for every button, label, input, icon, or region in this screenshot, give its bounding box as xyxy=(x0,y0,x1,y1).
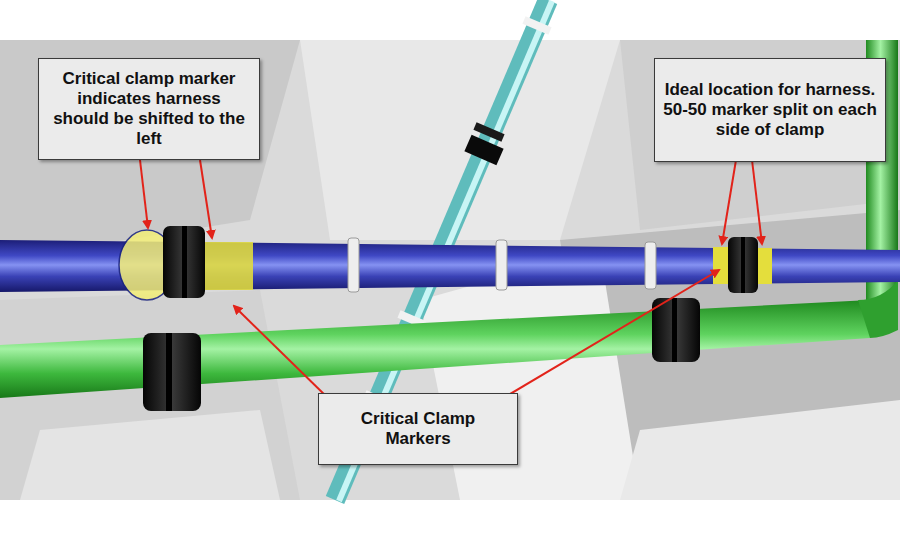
pipe-ring xyxy=(524,20,550,31)
clamp xyxy=(163,226,205,298)
leader-arrow xyxy=(234,306,330,400)
clamp xyxy=(475,126,503,138)
clamp-groove xyxy=(672,298,677,362)
callout-text: Ideal location for harness. xyxy=(665,80,876,100)
callout-text: 50-50 marker split on each side of clamp xyxy=(663,100,877,140)
background-panel xyxy=(0,40,900,500)
background-facet xyxy=(620,400,900,500)
pipe-ring xyxy=(645,242,656,289)
pipe-ring xyxy=(496,240,507,290)
background-facet xyxy=(620,40,900,230)
background-facet xyxy=(0,290,300,500)
clamp xyxy=(652,298,700,362)
pipe-ring xyxy=(348,238,359,292)
clamp-marker xyxy=(756,248,772,284)
leader-arrow xyxy=(752,160,762,244)
clamp xyxy=(143,333,201,411)
green-pipe xyxy=(0,300,882,398)
callout-box: Ideal location for harness.50-50 marker … xyxy=(654,58,886,162)
clamp-groove xyxy=(166,333,172,411)
leader-arrow xyxy=(200,160,212,238)
green-pipe-elbow xyxy=(858,280,898,338)
clamp xyxy=(468,143,500,157)
callout-text: Critical Clamp Markers xyxy=(327,409,509,449)
leader-arrow xyxy=(500,270,719,400)
callout-text: Critical clamp marker indicates harness … xyxy=(47,69,251,149)
background-facet xyxy=(0,40,300,260)
clamp-marker xyxy=(713,247,730,284)
leader-arrow xyxy=(140,160,148,228)
clamp-marker xyxy=(205,242,253,290)
clamp-groove xyxy=(741,237,745,293)
callout-box: Critical clamp marker indicates harness … xyxy=(38,58,260,160)
background-facet xyxy=(20,410,280,500)
callout-box: Critical Clamp Markers xyxy=(318,393,518,465)
leader-arrow xyxy=(722,160,736,244)
clamp-groove xyxy=(182,226,187,298)
clamp xyxy=(728,237,758,293)
